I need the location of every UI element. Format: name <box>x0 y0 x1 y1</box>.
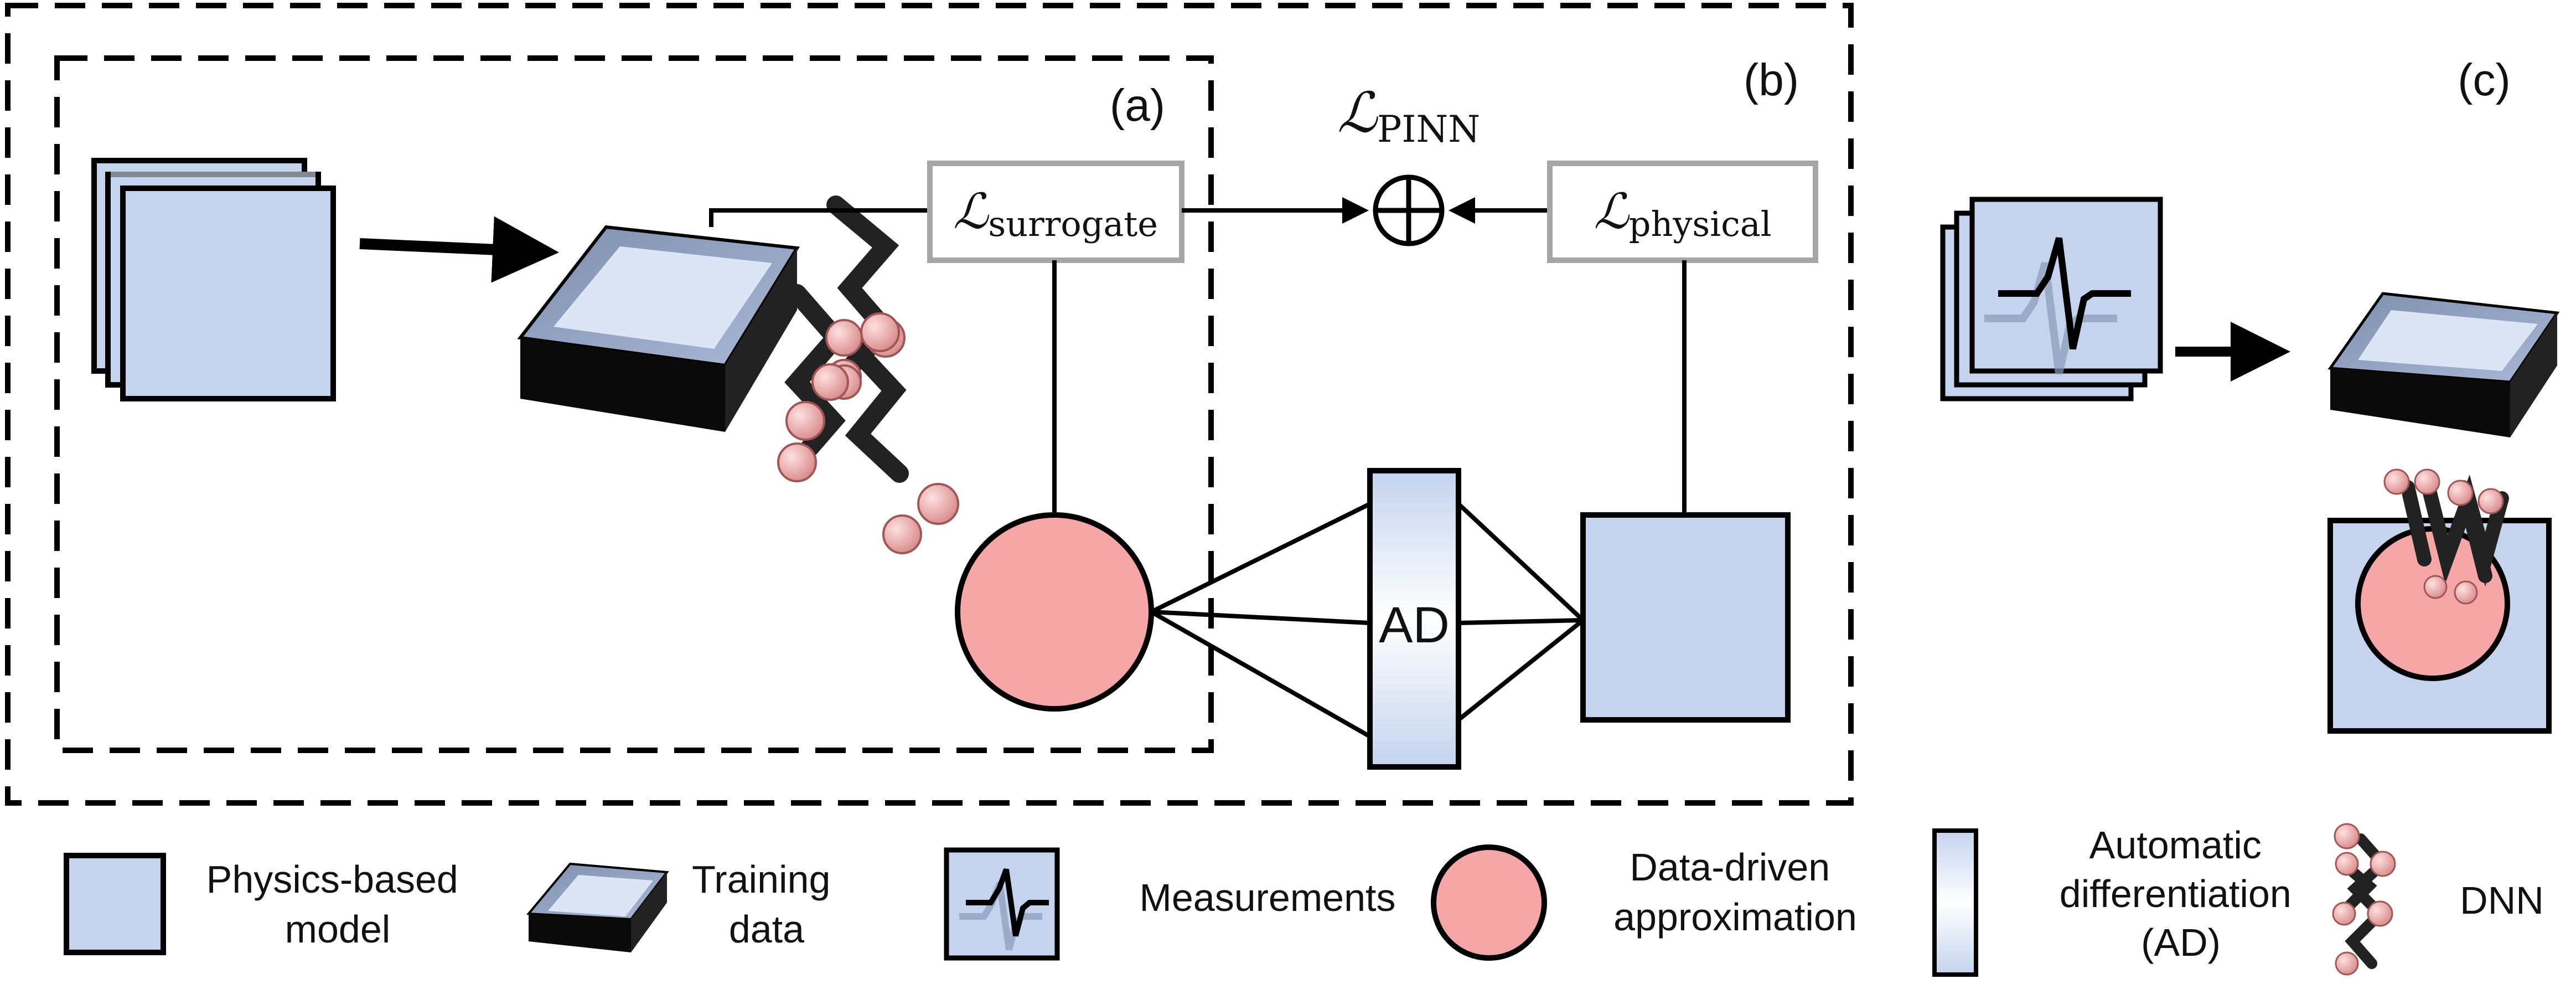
legend-measurements-text: Measurements <box>1140 876 1396 919</box>
measurements-stack-icon <box>1940 197 2163 401</box>
ad-block <box>1367 468 1461 770</box>
ad-block-label: AD <box>1379 597 1450 653</box>
legend-data-driven-text: Data-driven approximation <box>1613 846 1857 939</box>
physical-loss-label: ℒphysical <box>1594 183 1771 244</box>
panel-label-b: (b) <box>1744 55 1799 105</box>
physics-model-square <box>1580 512 1791 723</box>
legend-data-driven-icon <box>1431 844 1547 961</box>
ad-to-model-lines <box>1457 502 1585 722</box>
legend-autodiff-icon <box>1932 828 1978 977</box>
approx-to-ad-lines <box>1150 502 1371 739</box>
legend-physics-model-icon <box>64 853 166 955</box>
legend-autodiff-text: Automatic differentiation (AD) <box>2060 823 2302 964</box>
hybrid-model-icon <box>2327 468 2552 734</box>
outer-frame-b <box>5 3 1854 806</box>
inner-frame-a <box>54 55 1214 753</box>
legend-training-data-icon <box>526 862 669 952</box>
physical-loss-box <box>1547 161 1818 263</box>
training-data-tray-icon <box>517 225 800 432</box>
legend-physics-model-text: Physics-based model <box>206 858 469 951</box>
pinn-loss-label: ℒPINN <box>1337 80 1480 151</box>
training-data-tray-c-icon <box>2327 292 2560 437</box>
legend-dnn-text: DNN <box>2460 879 2544 922</box>
stacked-physics-models-icon <box>91 158 336 401</box>
legend-training-data-text: Training data <box>692 858 841 951</box>
data-driven-approximation-circle <box>955 512 1154 712</box>
tray-to-surrogate-line <box>709 208 930 227</box>
sum-operator-icon <box>1373 174 1445 246</box>
dnn-icon <box>777 195 959 554</box>
arrow-models-to-training <box>359 216 559 283</box>
legend-measurements-icon <box>944 847 1060 961</box>
legend-dnn-icon <box>2332 823 2396 976</box>
surrogate-loss-label: ℒsurrogate <box>953 183 1158 244</box>
panel-label-c: (c) <box>2458 55 2511 105</box>
panel-label-a: (a) <box>1110 80 1165 131</box>
